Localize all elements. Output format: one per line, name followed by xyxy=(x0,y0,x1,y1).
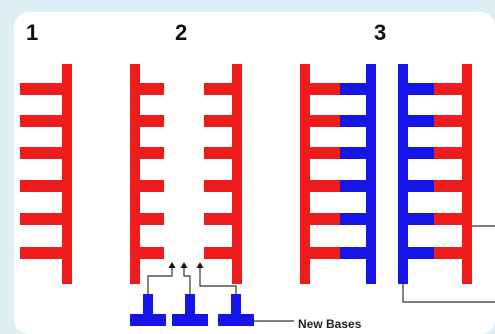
base-rung xyxy=(140,213,164,225)
panel-label-2: 2 xyxy=(175,20,187,45)
base-rung xyxy=(340,180,366,192)
backbone xyxy=(462,64,472,284)
base-rung xyxy=(310,83,340,95)
base-rung xyxy=(204,180,232,192)
arrowhead xyxy=(196,262,204,268)
leader-line xyxy=(147,268,173,294)
base-rung xyxy=(140,147,164,159)
base-rung xyxy=(340,213,366,225)
base-rung xyxy=(310,213,340,225)
base-rung xyxy=(140,83,164,95)
base-rung xyxy=(140,180,164,192)
panel-3-daughter-molecules xyxy=(300,64,472,284)
panel-2-separated-strands xyxy=(130,64,254,326)
base-rung xyxy=(204,147,232,159)
base-rung xyxy=(310,247,340,259)
base-rung xyxy=(310,115,340,127)
base-rung xyxy=(310,147,340,159)
new-bases-label: New Bases xyxy=(298,317,362,331)
base-rung xyxy=(20,213,62,225)
base-rung xyxy=(408,115,434,127)
base-rung xyxy=(204,115,232,127)
panel-label-1: 1 xyxy=(26,20,38,45)
base-rung xyxy=(408,247,434,259)
base-rung xyxy=(408,213,434,225)
backbone xyxy=(62,64,72,284)
new-base-foot xyxy=(130,314,166,326)
new-base-stem xyxy=(185,294,195,314)
base-rung xyxy=(20,147,62,159)
arrowhead xyxy=(168,262,176,268)
new-base-stem xyxy=(143,294,153,314)
base-rung xyxy=(434,180,462,192)
leader-line xyxy=(402,284,495,303)
base-rung xyxy=(20,115,62,127)
base-rung xyxy=(204,83,232,95)
base-rung xyxy=(340,147,366,159)
new-base-foot xyxy=(218,314,254,326)
diagram-card xyxy=(14,12,495,334)
base-rung xyxy=(408,83,434,95)
base-rung xyxy=(434,147,462,159)
new-base-stem xyxy=(231,294,241,314)
panel-label-3: 3 xyxy=(374,20,386,45)
base-rung xyxy=(434,83,462,95)
callout-lines xyxy=(147,225,495,322)
base-rung xyxy=(140,247,164,259)
base-rung xyxy=(204,247,232,259)
base-rung xyxy=(408,180,434,192)
backbone xyxy=(300,64,310,284)
base-rung xyxy=(434,115,462,127)
base-rung xyxy=(434,213,462,225)
leader-line xyxy=(183,268,191,294)
base-rung xyxy=(340,83,366,95)
base-rung xyxy=(20,180,62,192)
leader-line xyxy=(199,268,237,294)
base-rung xyxy=(340,247,366,259)
base-rung xyxy=(20,247,62,259)
backbone xyxy=(130,64,140,284)
base-rung xyxy=(310,180,340,192)
panel-1-parent-strand xyxy=(20,64,72,284)
backbone xyxy=(366,64,376,284)
arrowhead xyxy=(180,262,188,268)
base-rung xyxy=(434,247,462,259)
base-rung xyxy=(204,213,232,225)
new-base-foot xyxy=(172,314,208,326)
base-rung xyxy=(340,115,366,127)
base-rung xyxy=(408,147,434,159)
base-rung xyxy=(20,83,62,95)
base-rung xyxy=(140,115,164,127)
backbone xyxy=(398,64,408,284)
backbone xyxy=(232,64,242,284)
